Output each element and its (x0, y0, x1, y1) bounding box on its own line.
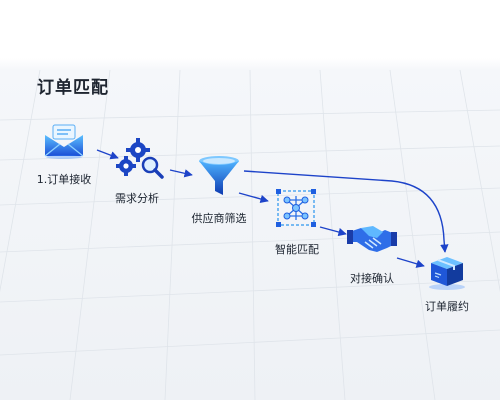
step-label: 对接确认 (350, 272, 394, 285)
handshake-icon (347, 226, 397, 252)
diagram-title: 订单匹配 (37, 78, 109, 98)
step-label: 1.订单接收 (36, 173, 92, 186)
arrow-receive-analysis (96, 149, 119, 160)
arrow-screen-fulfil (243, 170, 449, 253)
step-label: 智能匹配 (275, 243, 319, 256)
gears-magnifier-icon (116, 138, 164, 179)
mail-inbox-icon (44, 124, 84, 159)
arrow-screen-match (238, 192, 269, 204)
arrow-analysis-screen (169, 169, 193, 178)
step-label: 供应商筛选 (191, 212, 247, 225)
step-label: 需求分析 (115, 192, 159, 205)
arrow-match-confirm (319, 226, 347, 237)
network-grid-icon (276, 189, 316, 227)
funnel-icon (199, 156, 239, 195)
arrow-confirm-fulfil (396, 257, 425, 268)
package-box-icon (429, 257, 465, 290)
step-label: 订单履约 (425, 300, 469, 313)
